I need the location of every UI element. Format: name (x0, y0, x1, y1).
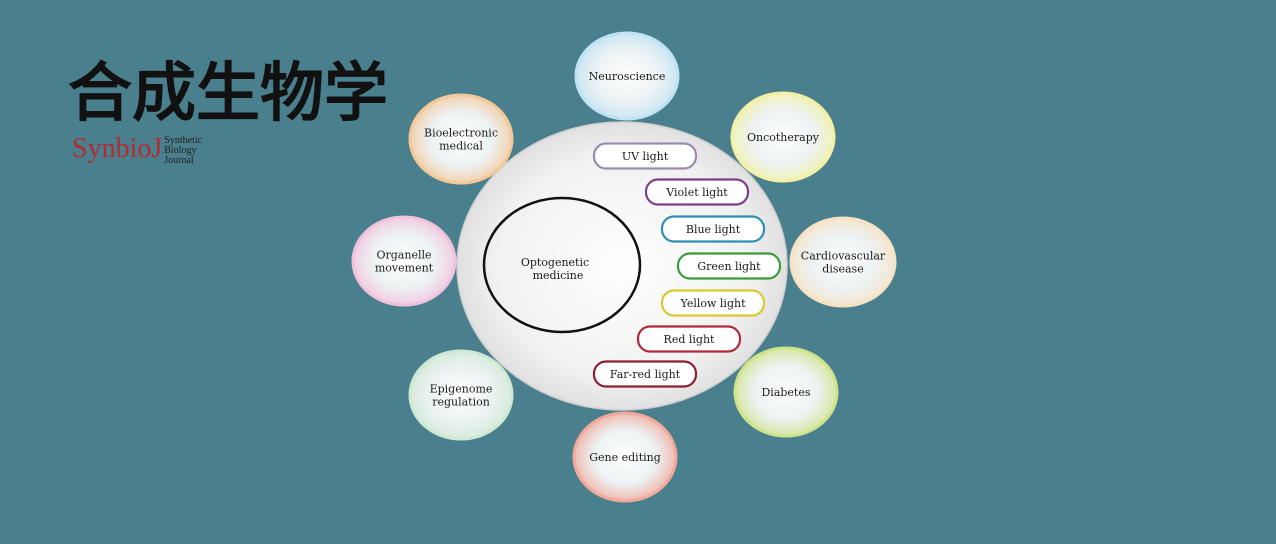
logo-subtitle: Synthetic Biology Journal (164, 136, 202, 166)
core-label-line2: medicine (533, 269, 584, 282)
logo-subtitle-line: Synthetic (164, 135, 203, 146)
application-label: Neuroscience (589, 70, 666, 83)
application-bubble-shape (574, 31, 680, 121)
application-label: Organelle (376, 249, 431, 262)
application-label: Epigenome (430, 383, 493, 396)
light-pill-border (660, 289, 766, 317)
core-circle (482, 196, 642, 334)
application-bubble: Diabetes (733, 346, 839, 438)
application-bubble-shape (351, 215, 457, 307)
application-label: regulation (432, 396, 490, 409)
application-label: Diabetes (761, 386, 810, 399)
application-label: Oncotherapy (747, 131, 820, 144)
application-bubble-shape (408, 349, 514, 441)
light-pill: UV light (592, 142, 698, 170)
light-pill-label: UV light (622, 150, 669, 163)
light-pill-label: Far-red light (610, 368, 681, 381)
light-pill: Blue light (660, 215, 766, 243)
light-pill-border (644, 178, 750, 206)
light-pill: Green light (676, 252, 782, 280)
logo-brand-j: J (151, 133, 163, 164)
application-label: Gene editing (589, 451, 661, 464)
light-pill: Far-red light (592, 360, 698, 388)
light-pill-label: Red light (664, 333, 715, 346)
application-label: movement (375, 262, 434, 275)
application-bubble-shape (572, 411, 678, 503)
light-pill-label: Yellow light (680, 297, 747, 310)
light-pill-border (676, 252, 782, 280)
application-bubble: Neuroscience (574, 31, 680, 121)
light-pill: Violet light (644, 178, 750, 206)
logo-subtitle-line: Biology (164, 145, 197, 156)
application-bubble-shape (789, 216, 897, 308)
light-pill: Yellow light (660, 289, 766, 317)
application-label: Cardiovascular (801, 250, 886, 263)
light-pill-border (592, 142, 698, 170)
application-bubble-shape (730, 91, 836, 183)
core-label-line1: Optogenetic (521, 256, 589, 269)
application-label: Bioelectronic (424, 127, 498, 140)
light-pill-border (592, 360, 698, 388)
application-bubbles: NeuroscienceOncotherapyCardiovasculardis… (351, 31, 897, 503)
journal-title: 合成生物学 (68, 57, 388, 131)
light-pill-label: Green light (697, 260, 761, 273)
light-pill: Red light (636, 325, 742, 353)
application-bubble: Oncotherapy (730, 91, 836, 183)
application-bubble-shape (733, 346, 839, 438)
light-pill-label: Violet light (665, 186, 728, 199)
logo-brand-main: Synbio (72, 133, 152, 164)
light-pill-border (660, 215, 766, 243)
light-pill-border (636, 325, 742, 353)
application-label: disease (822, 263, 863, 276)
light-pill-label: Blue light (686, 223, 741, 236)
application-bubble: Gene editing (572, 411, 678, 503)
application-label: medical (439, 140, 483, 153)
logo-subtitle-line: Journal (164, 155, 194, 166)
application-bubble-shape (408, 93, 514, 185)
